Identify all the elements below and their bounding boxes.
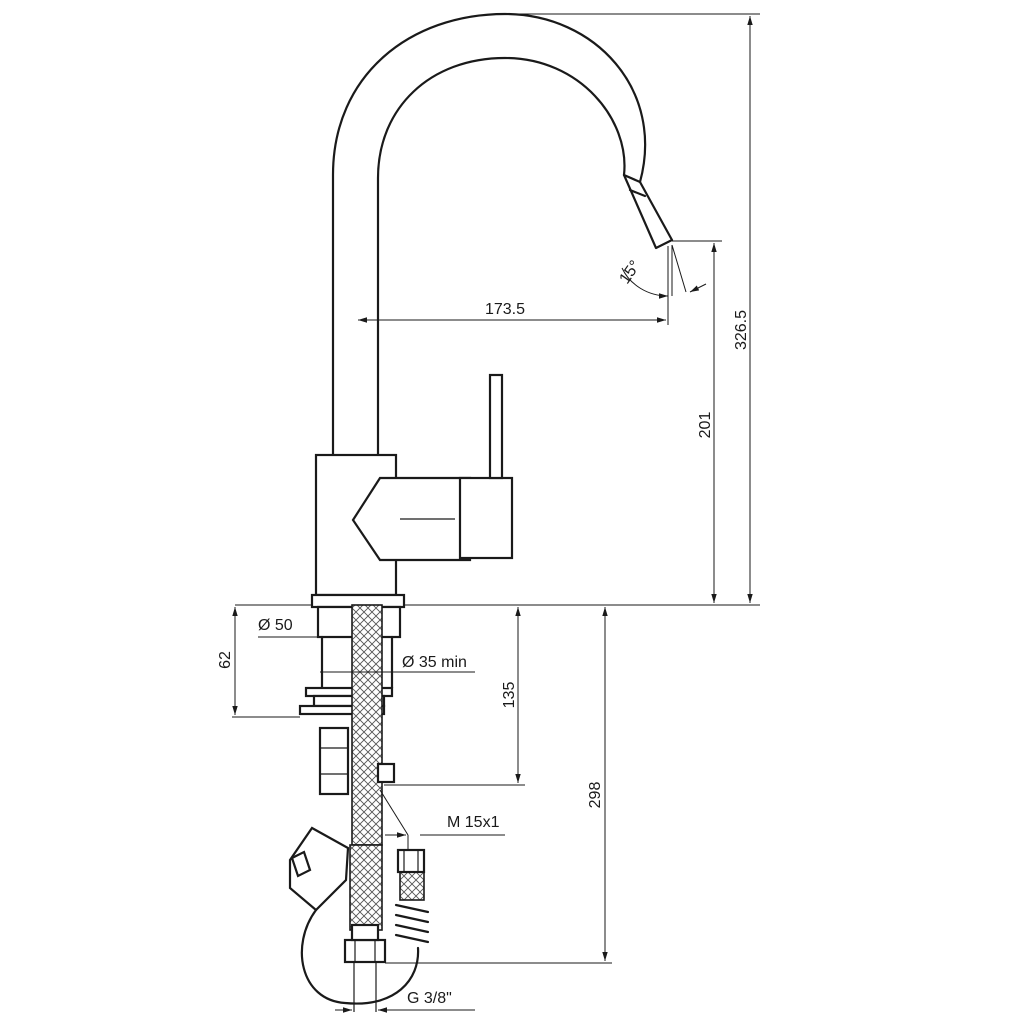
dim-angle-label: 15° [616, 258, 644, 288]
dim-201-label: 201 [697, 412, 714, 439]
faucet-body [314, 453, 514, 597]
dim-135-label: 135 [501, 682, 518, 709]
dim-hole-diameter-label: Ø 35 min [402, 654, 467, 671]
dim-base-diameter-label: Ø 50 [258, 617, 293, 634]
hose-fittings [288, 726, 430, 1012]
dim-angle: 15° [616, 244, 707, 299]
dim-g38: G 3/8" [335, 990, 475, 1013]
dim-m15-label: M 15x1 [447, 814, 500, 831]
dim-reach: 173.5 [358, 246, 669, 325]
dim-total-height: 326.5 [405, 13, 760, 606]
dim-base-diameter: Ø 50 [235, 604, 318, 638]
dim-spout-height: 201 [672, 240, 722, 603]
dim-298: 298 [385, 607, 612, 964]
dim-135: 135 [384, 607, 525, 786]
dim-62-label: 62 [217, 651, 234, 669]
braided-hoses [349, 604, 425, 931]
dim-m15: M 15x1 [379, 789, 505, 850]
dim-173-label: 173.5 [485, 301, 525, 318]
spout [331, 12, 674, 457]
lever-handle [488, 373, 504, 480]
dim-298-label: 298 [587, 782, 604, 809]
dim-thread-length: 62 [217, 607, 300, 718]
dim-hole-diameter: Ø 35 min [320, 654, 475, 673]
dim-g38-label: G 3/8" [407, 990, 452, 1007]
dim-326-label: 326.5 [733, 310, 750, 350]
